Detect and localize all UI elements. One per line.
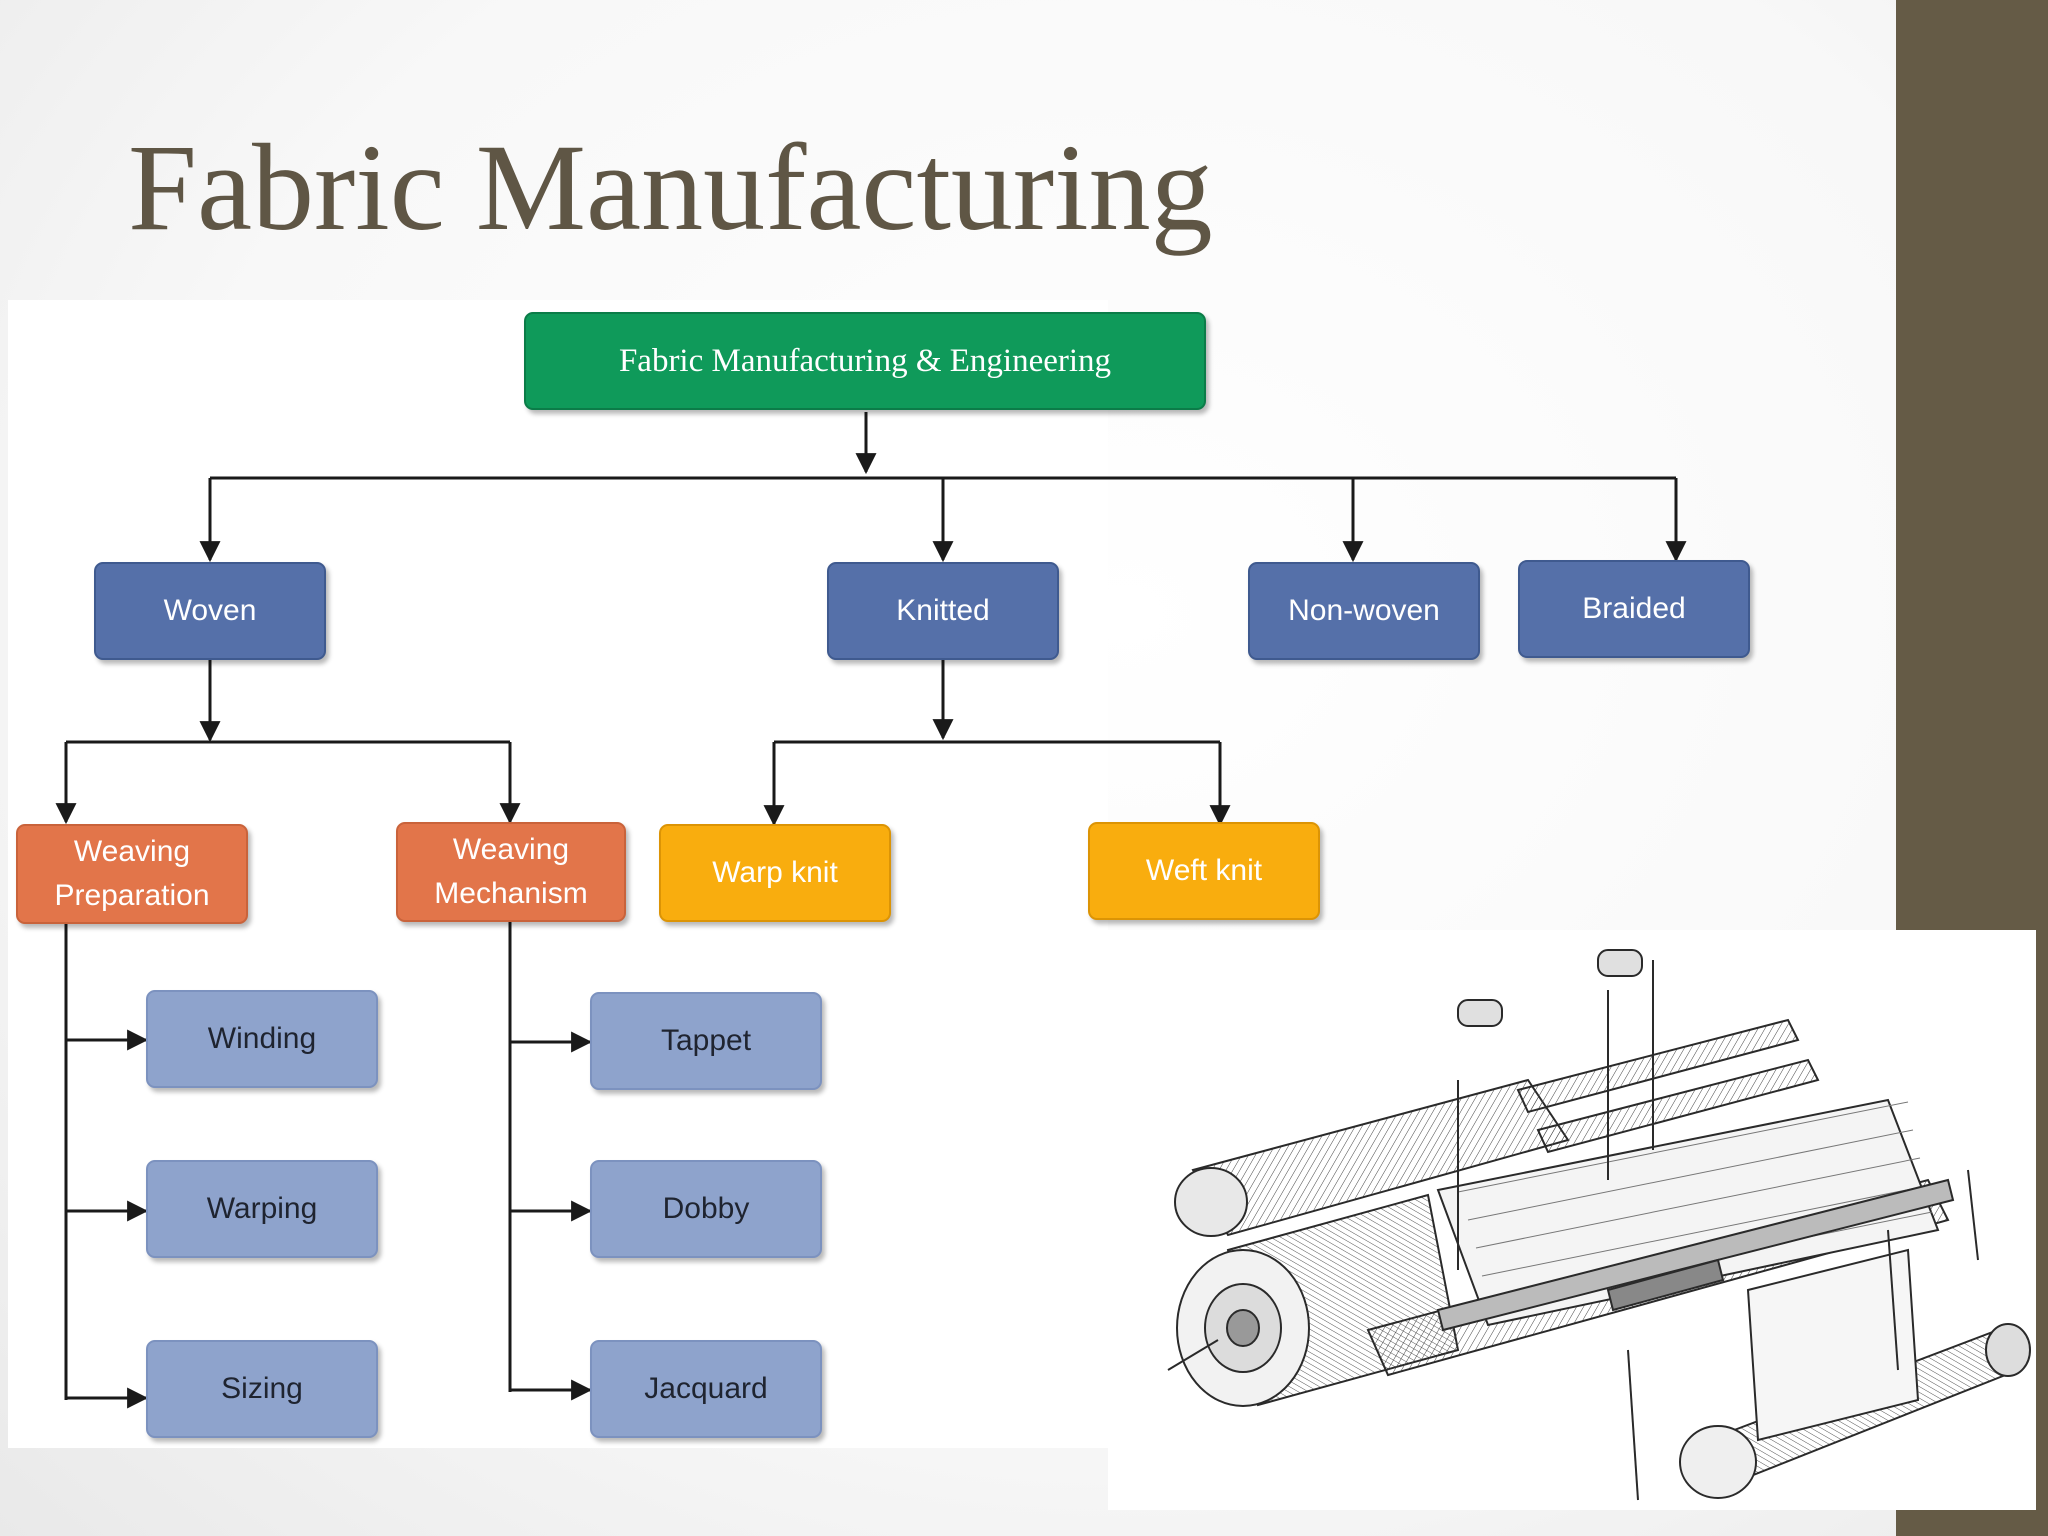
jacquard-node-label: Jacquard — [644, 1372, 768, 1405]
dobby-node-box: Dobby — [590, 1160, 822, 1258]
weaving-mechanism-node-box: Weaving Mechanism — [396, 822, 626, 922]
sizing-node-label: Sizing — [221, 1372, 303, 1405]
weft-knit-node-label: Weft knit — [1145, 854, 1263, 887]
jacquard-node-box: Jacquard — [590, 1340, 822, 1438]
winding-node-label: Winding — [207, 1022, 317, 1055]
weaving-mechanism-label-line1: Weaving — [452, 833, 570, 866]
weaving-preparation-node-text: Weaving Preparation — [54, 830, 209, 918]
warping-node-label: Warping — [206, 1192, 318, 1225]
non-woven-node-box: Non-woven — [1248, 562, 1480, 660]
root-node-label: Fabric Manufacturing & Engineering — [618, 343, 1112, 379]
woven-node-label: Woven — [163, 594, 257, 627]
loom-illustration — [1167, 949, 2031, 1501]
woven-node-box: Woven — [94, 562, 326, 660]
warp-knit-node-box: Warp knit — [659, 824, 891, 922]
weaving-mechanism-label-line2: Mechanism — [434, 877, 588, 910]
weaving-preparation-node-box: Weaving Preparation — [16, 824, 248, 924]
root-node-box: Fabric Manufacturing & Engineering — [524, 312, 1206, 410]
warping-node-box: Warping — [146, 1160, 378, 1258]
weaving-preparation-label-line1: Weaving — [73, 835, 191, 868]
weaving-preparation-label-line2: Preparation — [54, 879, 210, 912]
weft-knit-node-box: Weft knit — [1088, 822, 1320, 920]
sizing-node-box: Sizing — [146, 1340, 378, 1438]
tappet-node-box: Tappet — [590, 992, 822, 1090]
slide-title: Fabric Manufacturing — [128, 119, 1213, 256]
weaving-mechanism-node-text: Weaving Mechanism — [434, 828, 587, 916]
braided-node-label: Braided — [1582, 592, 1686, 625]
winding-node-box: Winding — [146, 990, 378, 1088]
knitted-node-label: Knitted — [896, 594, 990, 627]
braided-node-box: Braided — [1518, 560, 1750, 658]
knitted-node-box: Knitted — [827, 562, 1059, 660]
loom-illustration-panel — [1108, 930, 2036, 1510]
tappet-node-label: Tappet — [660, 1024, 752, 1057]
warp-knit-node-label: Warp knit — [712, 856, 838, 889]
dobby-node-label: Dobby — [662, 1192, 750, 1225]
non-woven-node-label: Non-woven — [1288, 594, 1440, 627]
